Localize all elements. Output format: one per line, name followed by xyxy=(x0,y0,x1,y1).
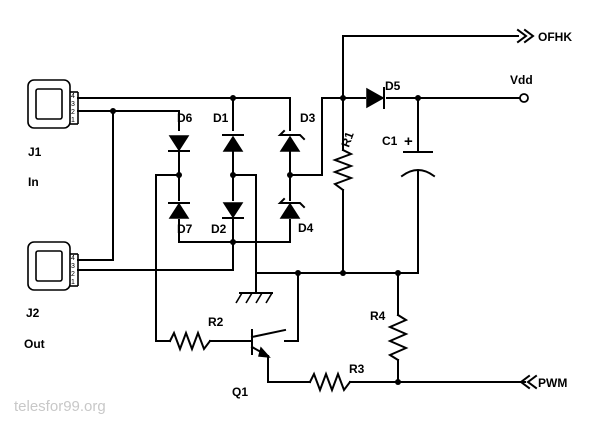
resistor-r1 xyxy=(332,148,354,192)
label-r2: R2 xyxy=(208,315,224,329)
label-d7: D7 xyxy=(177,222,193,236)
diode-d3 xyxy=(277,129,306,152)
label-r1: R1 xyxy=(338,130,357,150)
label-d3: D3 xyxy=(300,111,316,125)
diode-d1 xyxy=(222,134,244,152)
capacitor-c1 xyxy=(400,151,436,178)
resistor-r2 xyxy=(168,330,212,352)
label-d5: D5 xyxy=(385,79,401,93)
label-j2-sub: Out xyxy=(24,337,45,351)
resistor-r3 xyxy=(308,371,352,393)
ground-symbol xyxy=(235,292,273,304)
watermark: telesfor99.org xyxy=(14,398,106,415)
pwm-arrow-icon xyxy=(519,374,538,390)
transistor-q1 xyxy=(250,328,287,358)
wires xyxy=(77,35,526,383)
diode-d6 xyxy=(168,135,190,152)
ofhk-arrow-icon xyxy=(516,28,535,44)
j2-pin2: 2 xyxy=(71,271,75,278)
label-pwm: PWM xyxy=(538,376,567,390)
label-j2: J2 xyxy=(26,306,40,320)
vdd-terminal-icon xyxy=(519,93,529,103)
j1-pin4: 4 xyxy=(71,93,75,100)
label-d2: D2 xyxy=(211,222,227,236)
junction-dots xyxy=(110,95,421,385)
diode-d2 xyxy=(222,202,244,219)
label-c1: C1 xyxy=(382,134,398,148)
jack-j2: 4 3 2 1 xyxy=(27,241,79,291)
diode-d4 xyxy=(277,197,306,219)
j1-pin2: 2 xyxy=(71,109,75,116)
j2-pin4: 4 xyxy=(71,255,75,262)
diode-d5 xyxy=(366,87,385,109)
jack-j1: 4 3 2 1 xyxy=(27,79,79,129)
label-j1-sub: In xyxy=(28,175,39,189)
label-d6: D6 xyxy=(177,111,193,125)
label-q1: Q1 xyxy=(232,385,248,399)
label-j1: J1 xyxy=(28,145,42,159)
j1-pin3: 3 xyxy=(71,101,75,108)
label-r4: R4 xyxy=(370,309,386,323)
label-d1: D1 xyxy=(213,111,229,125)
j2-pin3: 3 xyxy=(71,263,75,270)
label-ofhk: OFHK xyxy=(538,30,572,44)
j1-pin1: 1 xyxy=(71,117,75,124)
label-vdd: Vdd xyxy=(510,73,533,87)
label-d4: D4 xyxy=(298,221,314,235)
resistor-r4 xyxy=(387,313,409,362)
diode-d7 xyxy=(168,202,190,219)
j2-pin1: 1 xyxy=(71,279,75,286)
label-c1-plus: + xyxy=(404,133,413,150)
label-r3: R3 xyxy=(349,362,365,376)
